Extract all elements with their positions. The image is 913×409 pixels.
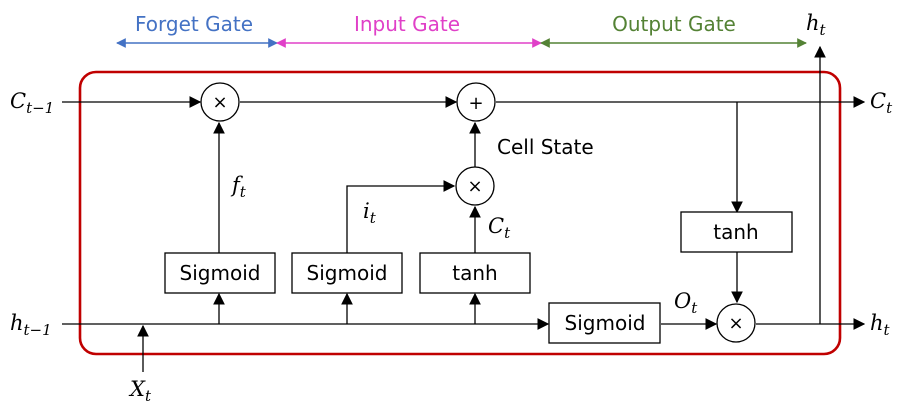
plus-icon: + — [468, 93, 483, 114]
input-output-label: it — [363, 199, 377, 227]
candidate-tanh-block: tanh — [419, 252, 531, 294]
c-prev-label: Ct−1 — [10, 89, 54, 117]
svg-text:Sigmoid: Sigmoid — [307, 261, 388, 285]
forget-sigmoid-block: Sigmoid — [164, 252, 276, 294]
c-out-label: Ct — [870, 89, 893, 117]
output-multiply-node: × — [716, 303, 756, 343]
input-sigmoid-block: Sigmoid — [291, 252, 403, 294]
cell-add-node: + — [456, 82, 496, 122]
h-out-right-label: ht — [870, 311, 891, 339]
svg-text:tanh: tanh — [713, 220, 758, 244]
input-gate-label: Input Gate — [354, 12, 460, 36]
forget-gate-label: Forget Gate — [135, 12, 253, 36]
cell-state-label: Cell State — [497, 135, 594, 159]
multiply-icon: × — [467, 176, 482, 197]
output-gate-value-label: Ot — [674, 289, 698, 317]
h-prev-label: ht−1 — [10, 311, 52, 339]
candidate-output-label: Ct — [488, 214, 511, 242]
multiply-icon: × — [212, 92, 227, 113]
input-multiply-node: × — [455, 166, 495, 206]
svg-text:tanh: tanh — [452, 261, 497, 285]
x-input-label: Xt — [128, 377, 152, 405]
multiply-icon: × — [728, 313, 743, 334]
forget-multiply-node: × — [200, 82, 240, 122]
lstm-cell-border — [78, 70, 842, 356]
output-sigmoid-block: Sigmoid — [548, 302, 661, 344]
output-gate-label: Output Gate — [612, 12, 736, 36]
cell-tanh-block: tanh — [680, 211, 793, 253]
svg-text:Sigmoid: Sigmoid — [180, 261, 261, 285]
h-out-top-label: ht — [806, 11, 827, 39]
svg-text:Sigmoid: Sigmoid — [565, 311, 646, 335]
input-to-multiply-wire — [346, 180, 456, 253]
forget-output-label: ft — [230, 173, 247, 201]
